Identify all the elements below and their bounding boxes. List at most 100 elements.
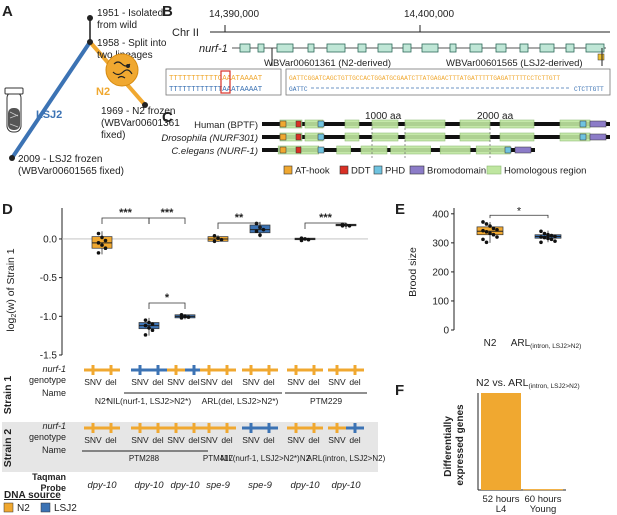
d-point bbox=[143, 323, 148, 328]
strain1-genotype-snv-label: SNV bbox=[167, 377, 185, 387]
legend-homology-swatch bbox=[486, 165, 502, 175]
event-1969-text: 1969 - N2 frozen (WBVar00601361 fixed) bbox=[101, 106, 183, 141]
dna-source-n2-swatch bbox=[3, 502, 14, 513]
right-sequence-lsj2-end: CTCTTGTT bbox=[574, 86, 604, 93]
strain1-row-label: Strain 1 bbox=[2, 376, 14, 415]
phd-domain bbox=[504, 146, 512, 154]
exon bbox=[239, 43, 251, 53]
strain2-genotype-del-label: del bbox=[152, 435, 163, 445]
f-category-label: 52 hours bbox=[483, 494, 520, 505]
panel-d-ylabel: log2(w) of Strain 1 bbox=[5, 248, 18, 331]
homologous-region bbox=[300, 145, 320, 155]
panel-d: D log2(w) of Strain 1 0.0-0.5-1.0-1.5***… bbox=[2, 201, 386, 514]
d-point bbox=[96, 241, 101, 245]
d-point bbox=[340, 223, 345, 228]
homologous-region bbox=[459, 132, 491, 142]
strain1-genotype-snv-label: SNV bbox=[84, 377, 102, 387]
e-point bbox=[546, 232, 550, 237]
e-point bbox=[542, 235, 547, 240]
ddt-domain bbox=[295, 146, 302, 154]
snv-highlight-box bbox=[220, 70, 231, 94]
f-category-label: 60 hours bbox=[525, 494, 562, 505]
event-2009-text: 2009 - LSJ2 frozen (WBVar00601565 fixed) bbox=[18, 154, 124, 177]
event-1958-text: 1958 - Split into two lineages bbox=[97, 38, 169, 61]
variant-1-label: WBVar00601361 (N2-derived) bbox=[264, 58, 391, 69]
panel-b-label: B bbox=[162, 3, 173, 20]
e-y-tick-label: 400 bbox=[432, 209, 449, 220]
exon bbox=[585, 43, 605, 53]
exon bbox=[276, 43, 294, 53]
e-y-tick-label: 0 bbox=[443, 326, 449, 337]
dna-source-n2-label: N2 bbox=[17, 503, 30, 514]
event-1969-dot bbox=[142, 102, 148, 108]
bromodomain bbox=[514, 146, 532, 154]
strain2-name-label: Name bbox=[42, 445, 66, 455]
e-point bbox=[481, 237, 485, 242]
legend-phd-label: PHD bbox=[385, 166, 405, 177]
homologous-region bbox=[439, 145, 471, 155]
e-y-tick-label: 100 bbox=[432, 296, 449, 307]
d-point bbox=[254, 229, 259, 234]
strain1-genotype-del-label: del bbox=[221, 377, 232, 387]
strain1-genotype-del-label: del bbox=[308, 377, 319, 387]
chromosome-label: Chr II bbox=[172, 27, 199, 39]
legend-athook-label: AT-hook bbox=[295, 166, 330, 177]
d-sig-bracket bbox=[148, 217, 186, 224]
strain1-name: ARL(del, LSJ2>N2*) bbox=[202, 396, 279, 406]
e-point bbox=[553, 234, 557, 239]
f-bar bbox=[523, 489, 563, 491]
d-point bbox=[254, 221, 259, 226]
d-sig-bracket bbox=[148, 302, 186, 309]
strain2-genotype-snv-label: SNV bbox=[84, 435, 102, 445]
d-point bbox=[216, 236, 220, 240]
d-y-tick-label: -1.0 bbox=[40, 312, 58, 323]
e-sig-bracket bbox=[489, 214, 549, 219]
strain1-name: N2* bbox=[95, 396, 110, 406]
strain2-genotype-del-label: del bbox=[188, 435, 199, 445]
bromodomain bbox=[589, 133, 607, 141]
e-xlabel-arl: ARL(intron, LSJ2>N2) bbox=[511, 338, 582, 350]
taqman-probe: dpy-10 bbox=[170, 480, 200, 491]
gene-label: nurf-1 bbox=[199, 43, 228, 55]
legend-ddt-label: DDT bbox=[351, 166, 371, 177]
strain2-name: ARL(intron, LSJ2>N2) bbox=[307, 454, 386, 463]
strain2-genotype-snv-label: SNV bbox=[200, 435, 218, 445]
e-point bbox=[539, 229, 543, 234]
strain1-genotype-snv-label: SNV bbox=[328, 377, 346, 387]
e-point bbox=[549, 237, 554, 242]
panel-a-label: A bbox=[2, 3, 13, 20]
homologous-region bbox=[344, 119, 360, 129]
strain1-genotype-del-label: del bbox=[263, 377, 274, 387]
panel-f-title: N2 vs. ARL(intron, LSJ2>N2) bbox=[476, 377, 580, 390]
e-point bbox=[491, 232, 496, 237]
d-point bbox=[179, 316, 184, 320]
panel-f-label: F bbox=[395, 382, 404, 399]
strain2-genotype-snv-label: SNV bbox=[167, 435, 185, 445]
d-y-tick-label: 0.0 bbox=[43, 234, 57, 245]
exon bbox=[495, 43, 507, 53]
d-point bbox=[219, 237, 224, 242]
exon bbox=[421, 43, 439, 53]
variant-2-marker bbox=[597, 53, 605, 61]
taqman-label: Taqman bbox=[32, 472, 66, 482]
event-2009-dot bbox=[9, 155, 15, 161]
d-point bbox=[150, 322, 155, 326]
homologous-region bbox=[404, 132, 446, 142]
d-point bbox=[96, 231, 101, 236]
strain1-genotype-del-label: del bbox=[349, 377, 360, 387]
lsj2-lineage-label: LSJ2 bbox=[36, 109, 62, 121]
f-bar bbox=[481, 393, 521, 490]
e-point bbox=[491, 226, 496, 231]
panel-c: C 1000 aa 2000 aa Human (BPTF) Drosophil… bbox=[161, 109, 610, 177]
taqman-probe: dpy-10 bbox=[331, 480, 361, 491]
strain1-name: PTM229 bbox=[310, 396, 342, 406]
n2-lineage-label: N2 bbox=[96, 86, 110, 98]
dna-source-lsj2-swatch bbox=[40, 502, 51, 513]
scale-2000aa: 2000 aa bbox=[477, 111, 514, 122]
ddt-domain bbox=[295, 120, 302, 128]
phd-domain bbox=[579, 120, 587, 128]
right-sequence-lsj2-start: GATTC bbox=[289, 86, 308, 93]
protein-domain-diagrams bbox=[262, 119, 610, 160]
e-point bbox=[539, 240, 543, 245]
